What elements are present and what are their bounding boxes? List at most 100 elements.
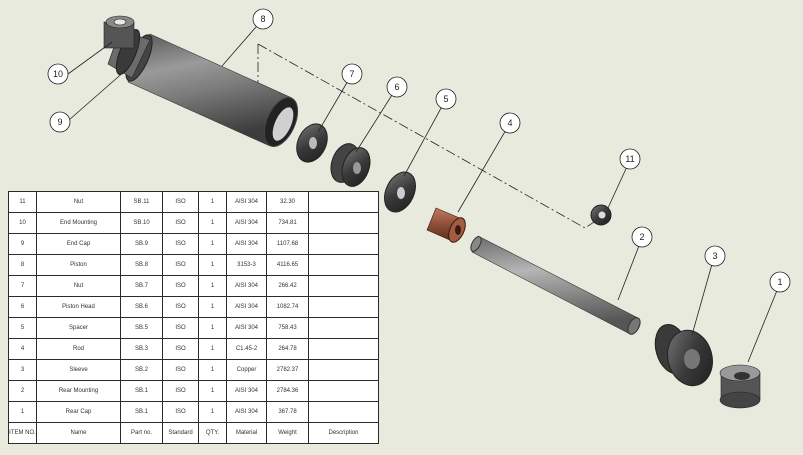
bom-header-standard: Standard	[162, 422, 199, 444]
bom-cell-name: Rod	[36, 338, 121, 360]
part-1-rear-cap	[719, 364, 761, 409]
balloon-3-label: 3	[712, 251, 717, 261]
balloon-2: 2	[631, 226, 653, 248]
bom-cell-item-no: 9	[8, 233, 37, 255]
bom-cell-weight: 1082.74	[266, 296, 309, 318]
bom-cell-weight: 734.81	[266, 212, 309, 234]
bom-cell-material: 3153-3	[226, 254, 267, 276]
bom-cell-material: AISI 304	[226, 212, 267, 234]
part-7-nut	[296, 123, 328, 163]
bom-cell-description	[308, 338, 379, 360]
bom-cell-name: Piston	[36, 254, 121, 276]
bom-cell-name: End Mounting	[36, 212, 121, 234]
bom-cell-part-no: SB.9	[120, 233, 163, 255]
bom-cell-standard: ISO	[162, 401, 199, 423]
bom-cell-description	[308, 317, 379, 339]
bom-cell-material: AISI 304	[226, 380, 267, 402]
bom-cell-weight: 32.30	[266, 191, 309, 213]
bom-cell-name: Nut	[36, 191, 121, 213]
balloon-1-label: 1	[777, 277, 782, 287]
bom-cell-name: Rear Mounting	[36, 380, 121, 402]
bom-cell-material: Copper	[226, 359, 267, 381]
bom-cell-item-no: 2	[8, 380, 37, 402]
bom-cell-item-no: 6	[8, 296, 37, 318]
balloon-4: 4	[499, 112, 521, 134]
bom-cell-standard: ISO	[162, 317, 199, 339]
bom-cell-material: AISI 304	[226, 191, 267, 213]
bom-header-qty: QTY.	[198, 422, 227, 444]
bom-cell-standard: ISO	[162, 380, 199, 402]
balloon-5-label: 5	[443, 94, 448, 104]
bom-cell-part-no: SB.1	[120, 401, 163, 423]
bom-cell-material: AISI 304	[226, 233, 267, 255]
bom-cell-description	[308, 254, 379, 276]
bom-cell-item-no: 11	[8, 191, 37, 213]
bom-cell-material: C1.45-2	[226, 338, 267, 360]
bom-cell-part-no: SB.10	[120, 212, 163, 234]
bom-cell-name: Sleeve	[36, 359, 121, 381]
bom-cell-item-no: 7	[8, 275, 37, 297]
bom-cell-item-no: 4	[8, 338, 37, 360]
part-5-spacer	[384, 171, 416, 213]
bom-cell-part-no: SB.8	[120, 254, 163, 276]
bom-cell-standard: ISO	[162, 275, 199, 297]
bom-cell-material: AISI 304	[226, 317, 267, 339]
part-10-end-mounting	[103, 15, 135, 49]
part-2-rod	[470, 235, 641, 335]
bom-cell-description	[308, 359, 379, 381]
part-4-sleeve	[426, 207, 466, 243]
leader-lines	[67, 18, 781, 363]
bom-cell-weight: 264.78	[266, 338, 309, 360]
bom-cell-item-no: 8	[8, 254, 37, 276]
bom-cell-standard: ISO	[162, 254, 199, 276]
part-11-nut	[590, 204, 612, 226]
balloon-1: 1	[769, 271, 791, 293]
bom-cell-item-no: 1	[8, 401, 37, 423]
bom-cell-material: AISI 304	[226, 275, 267, 297]
bom-cell-qty: 1	[198, 275, 227, 297]
bom-cell-description	[308, 212, 379, 234]
bom-cell-item-no: 10	[8, 212, 37, 234]
bom-cell-weight: 1107.68	[266, 233, 309, 255]
bom-cell-qty: 1	[198, 296, 227, 318]
bom-cell-qty: 1	[198, 401, 227, 423]
part-6-piston-head	[330, 143, 371, 187]
balloon-8: 8	[252, 8, 274, 30]
bom-cell-qty: 1	[198, 380, 227, 402]
bom-header-material: Material	[226, 422, 267, 444]
bom-cell-name: End Cap	[36, 233, 121, 255]
bom-cell-name: Piston Head	[36, 296, 121, 318]
bom-cell-standard: ISO	[162, 338, 199, 360]
bom-cell-weight: 266.42	[266, 275, 309, 297]
bom-cell-standard: ISO	[162, 296, 199, 318]
bom-header-part-no: Part no.	[120, 422, 163, 444]
balloon-3: 3	[704, 245, 726, 267]
bom-header-description: Description	[308, 422, 379, 444]
bom-cell-part-no: SB.6	[120, 296, 163, 318]
bom-cell-standard: ISO	[162, 233, 199, 255]
bom-cell-standard: ISO	[162, 191, 199, 213]
balloon-7: 7	[341, 63, 363, 85]
part-8-cylinder-tube	[125, 33, 299, 147]
balloon-4-label: 4	[507, 118, 512, 128]
bom-cell-weight: 758.43	[266, 317, 309, 339]
bom-cell-part-no: SB.11	[120, 191, 163, 213]
balloon-9-label: 9	[57, 117, 62, 127]
balloon-7-label: 7	[349, 69, 354, 79]
bom-cell-weight: 367.78	[266, 401, 309, 423]
bom-cell-material: AISI 304	[226, 401, 267, 423]
bom-cell-qty: 1	[198, 338, 227, 360]
balloon-9: 9	[49, 111, 71, 133]
